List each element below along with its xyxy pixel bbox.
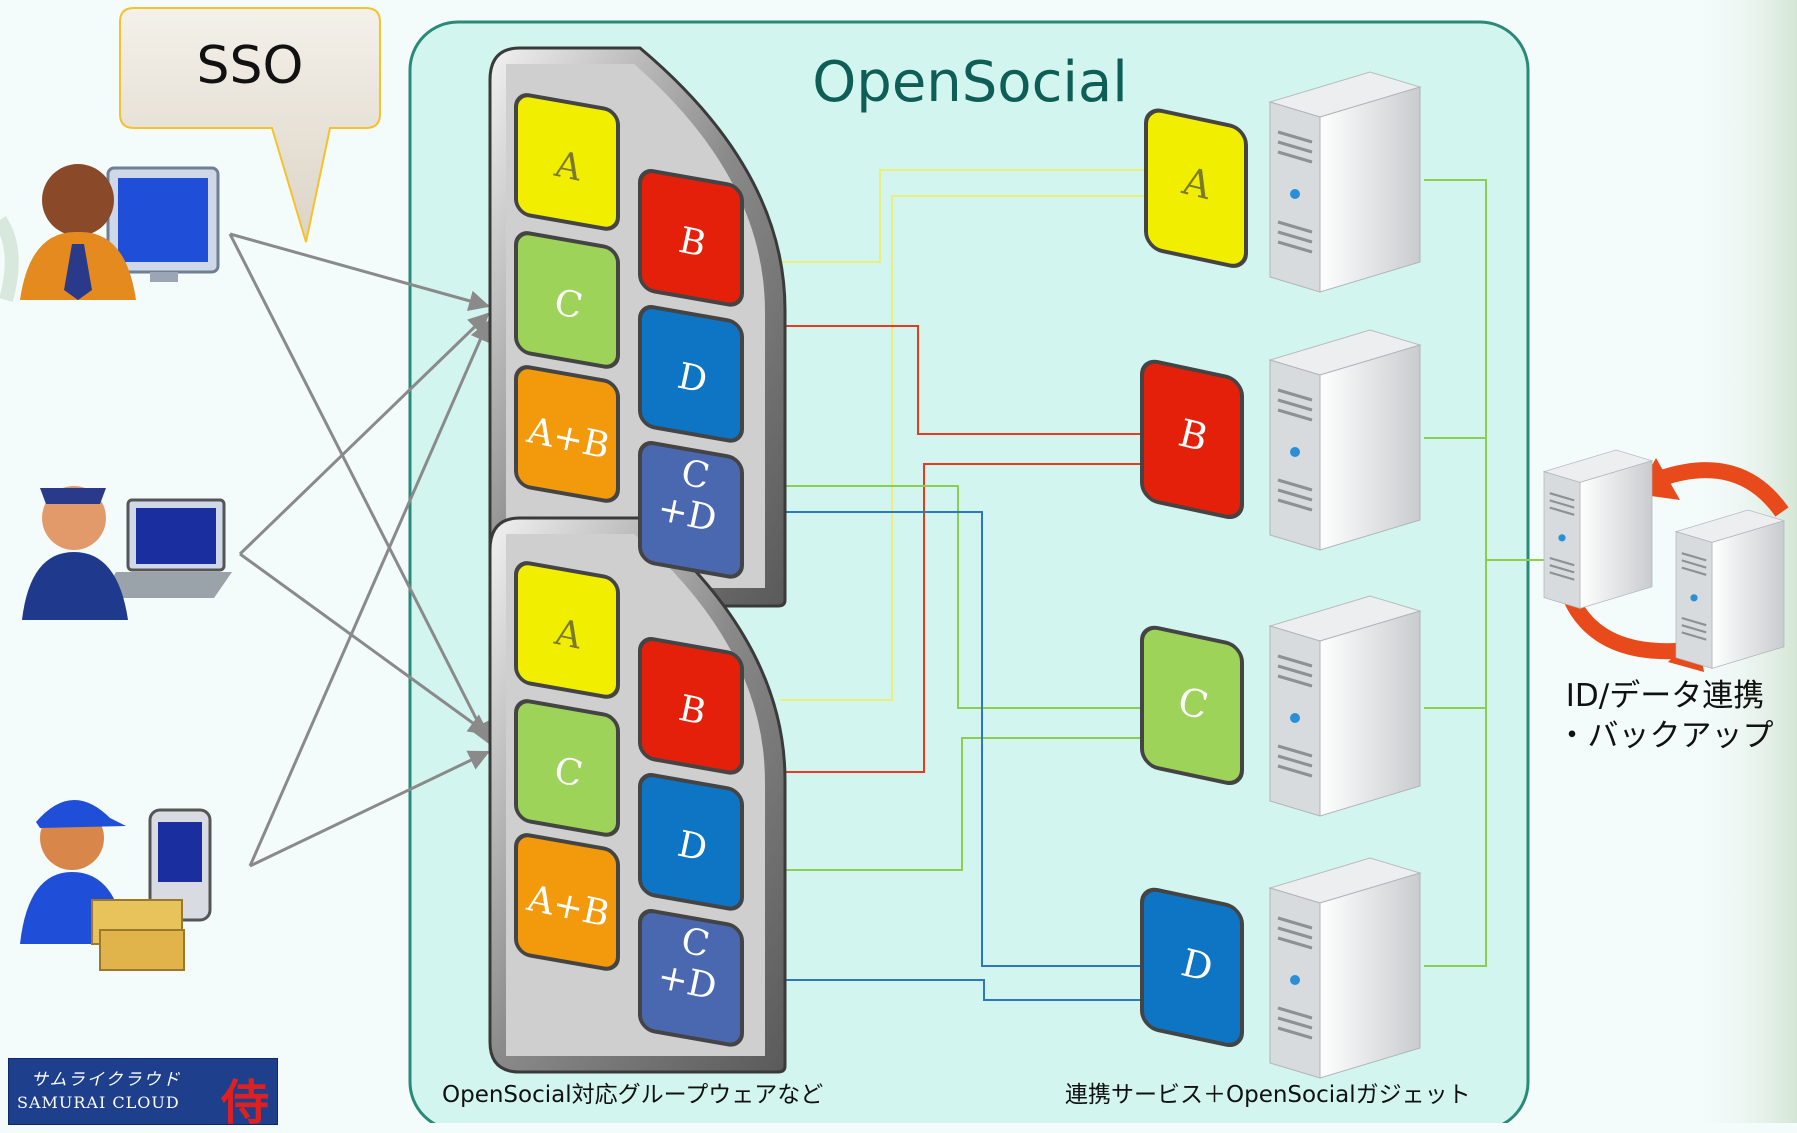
server-icon (1268, 328, 1422, 552)
tile-b (638, 637, 744, 775)
service-a (1144, 70, 1422, 294)
logo-kana: サムライクラウド (31, 1070, 182, 1090)
tile-a-plus-b (514, 365, 620, 503)
gadget-a (1144, 108, 1248, 268)
background-streak-left (0, 216, 19, 302)
logo-kanji: 侍 (221, 1075, 270, 1131)
tile-d (638, 305, 744, 443)
gadget-d (1140, 887, 1244, 1047)
sync-backup-label: ID/データ連携 ・バックアップ (1556, 678, 1774, 754)
sync-servers-icon (1542, 448, 1789, 672)
tile-c-plus-d (638, 441, 744, 579)
service-b (1140, 328, 1422, 552)
tile-b (638, 169, 744, 307)
caption-groupware: OpenSocial対応グループウェアなど (442, 1082, 824, 1108)
tile-d (638, 773, 744, 911)
tile-a-plus-b (514, 833, 620, 971)
service-c (1140, 594, 1422, 818)
sso-bubble (119, 7, 381, 243)
tile-c-plus-d (638, 909, 744, 1047)
service-d (1140, 856, 1422, 1080)
sso-label: SSO (196, 36, 304, 96)
business-user-icon (20, 164, 220, 300)
samurai-cloud-logo: サムライクラウド SAMURAI CLOUD 侍 (8, 1058, 278, 1131)
tile-a (514, 93, 620, 231)
server-icon (1268, 594, 1422, 818)
gadget-c (1140, 625, 1244, 785)
tile-c (514, 231, 620, 369)
connection-lines (780, 169, 1548, 1001)
logo-en: SAMURAI CLOUD (17, 1093, 180, 1112)
user-arrows (228, 232, 491, 868)
flight-attendant-user-icon (22, 486, 232, 620)
delivery-user-icon (20, 799, 212, 971)
caption-services: 連携サービス＋OpenSocialガジェット (1065, 1082, 1471, 1108)
tiles-bottom (514, 561, 744, 1047)
tile-c (514, 699, 620, 837)
server-icon (1268, 70, 1422, 294)
tile-a (514, 561, 620, 699)
server-icon (1268, 856, 1422, 1080)
tiles-top (514, 93, 744, 579)
gadget-b (1140, 359, 1244, 519)
diagram-title: OpenSocial (812, 50, 1128, 115)
